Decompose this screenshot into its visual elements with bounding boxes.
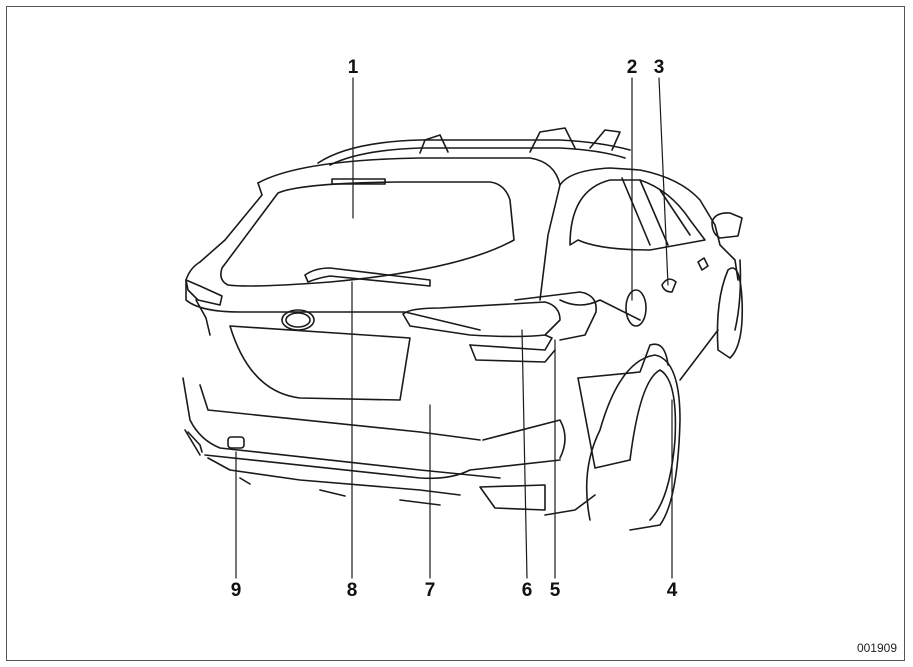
callout-3: 3 bbox=[653, 57, 665, 78]
callout-5: 5 bbox=[549, 580, 561, 601]
tailgate bbox=[185, 279, 481, 401]
rear-window bbox=[220, 178, 515, 287]
left-tail-light bbox=[185, 279, 223, 336]
callout-1: 1 bbox=[347, 57, 359, 78]
tow-hook-cover bbox=[227, 436, 245, 449]
callout-7: 7 bbox=[424, 580, 436, 601]
fuel-filler-door bbox=[625, 289, 647, 327]
side-mirror bbox=[711, 212, 743, 239]
right-tail-light bbox=[402, 291, 597, 363]
front-wheel bbox=[679, 267, 744, 381]
roof-rails bbox=[317, 127, 631, 166]
rear-wiper bbox=[304, 267, 431, 287]
callout-4: 4 bbox=[666, 580, 678, 601]
body-side bbox=[559, 167, 742, 379]
diagram-frame bbox=[6, 6, 905, 661]
door-handle bbox=[661, 257, 709, 293]
callout-8: 8 bbox=[346, 580, 358, 601]
rear-bumper bbox=[182, 377, 566, 511]
callout-6: 6 bbox=[521, 580, 533, 601]
figure-id: 001909 bbox=[856, 641, 897, 655]
callout-9: 9 bbox=[230, 580, 242, 601]
leader-lines bbox=[235, 77, 673, 579]
callout-2: 2 bbox=[626, 57, 638, 78]
rear-hatch bbox=[185, 157, 561, 301]
